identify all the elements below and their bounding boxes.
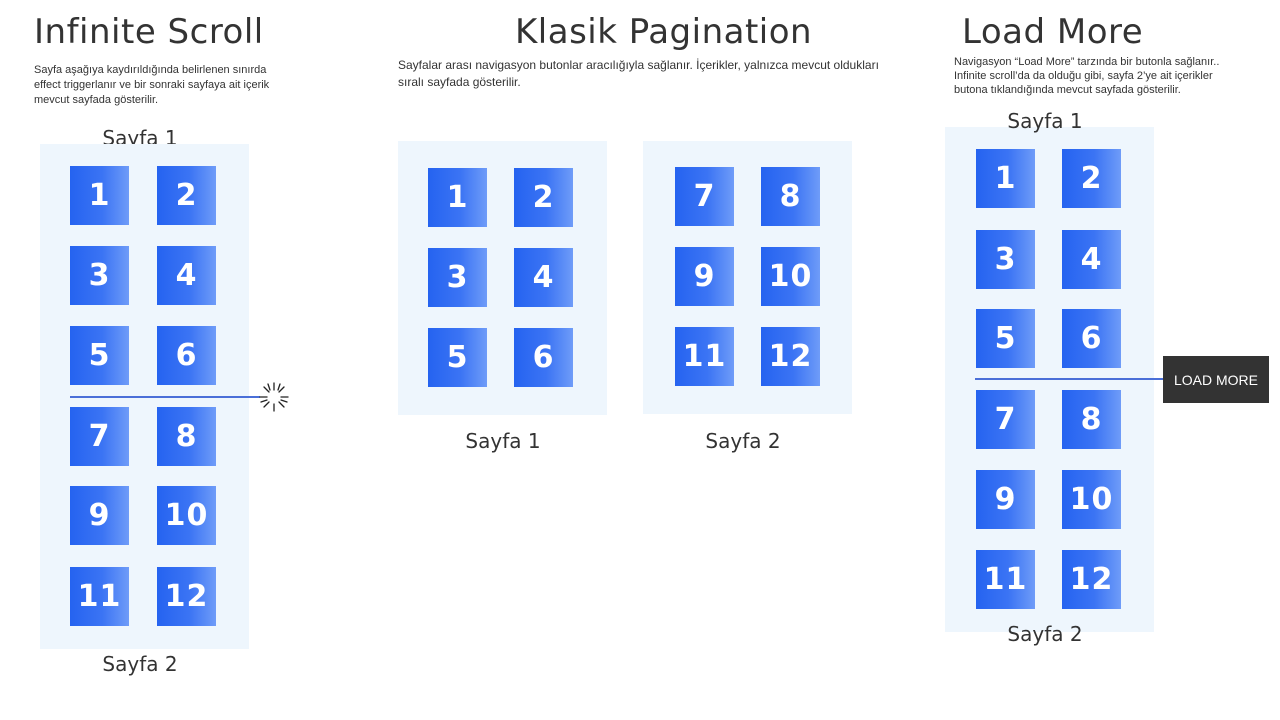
pagination-page1-label: Sayfa 1 [465,429,541,453]
tile-11: 11 [976,550,1035,609]
tile-1: 1 [428,168,487,227]
tile-7: 7 [976,390,1035,449]
load-more-trigger-line [975,378,1165,380]
tile-6: 6 [157,326,216,385]
tile-3: 3 [976,230,1035,289]
load-more-button[interactable]: LOAD MORE [1163,356,1269,403]
infinite-scroll-description: Sayfa aşağıya kaydırıldığında belirlenen… [34,64,270,106]
tile-11: 11 [675,327,734,386]
tile-2: 2 [1062,149,1121,208]
tile-8: 8 [761,167,820,226]
tile-2: 2 [157,166,216,225]
tile-3: 3 [428,248,487,307]
load-more-page2-label: Sayfa 2 [1007,622,1083,646]
tile-7: 7 [675,167,734,226]
tile-5: 5 [70,326,129,385]
tile-9: 9 [976,470,1035,529]
tile-7: 7 [70,407,129,466]
tile-12: 12 [1062,550,1121,609]
infinite-page2-label: Sayfa 2 [102,652,178,676]
loading-spinner-icon [259,382,289,412]
tile-2: 2 [514,168,573,227]
tile-4: 4 [1062,230,1121,289]
tile-10: 10 [157,486,216,545]
tile-1: 1 [976,149,1035,208]
tile-5: 5 [976,309,1035,368]
tile-8: 8 [1062,390,1121,449]
tile-12: 12 [157,567,216,626]
pagination-title: Klasik Pagination [515,12,813,52]
tile-4: 4 [514,248,573,307]
load-more-title: Load More [962,12,1144,52]
tile-9: 9 [675,247,734,306]
tile-11: 11 [70,567,129,626]
tile-9: 9 [70,486,129,545]
pagination-description: Sayfalar arası navigasyon butonlar aracı… [398,58,879,89]
pagination-page2-panel: 7 8 9 10 11 12 [643,141,852,414]
tile-4: 4 [157,246,216,305]
tile-6: 6 [514,328,573,387]
tile-12: 12 [761,327,820,386]
pagination-page2-label: Sayfa 2 [705,429,781,453]
tile-5: 5 [428,328,487,387]
tile-8: 8 [157,407,216,466]
tile-3: 3 [70,246,129,305]
tile-10: 10 [761,247,820,306]
infinite-scroll-title: Infinite Scroll [34,12,264,52]
tile-6: 6 [1062,309,1121,368]
infinite-trigger-line [70,396,260,398]
load-more-description: Navigasyon “Load More” tarzında bir buto… [954,56,1220,96]
load-more-page1-label: Sayfa 1 [1007,109,1083,133]
tile-1: 1 [70,166,129,225]
tile-10: 10 [1062,470,1121,529]
pagination-page1-panel: 1 2 3 4 5 6 [398,141,607,415]
